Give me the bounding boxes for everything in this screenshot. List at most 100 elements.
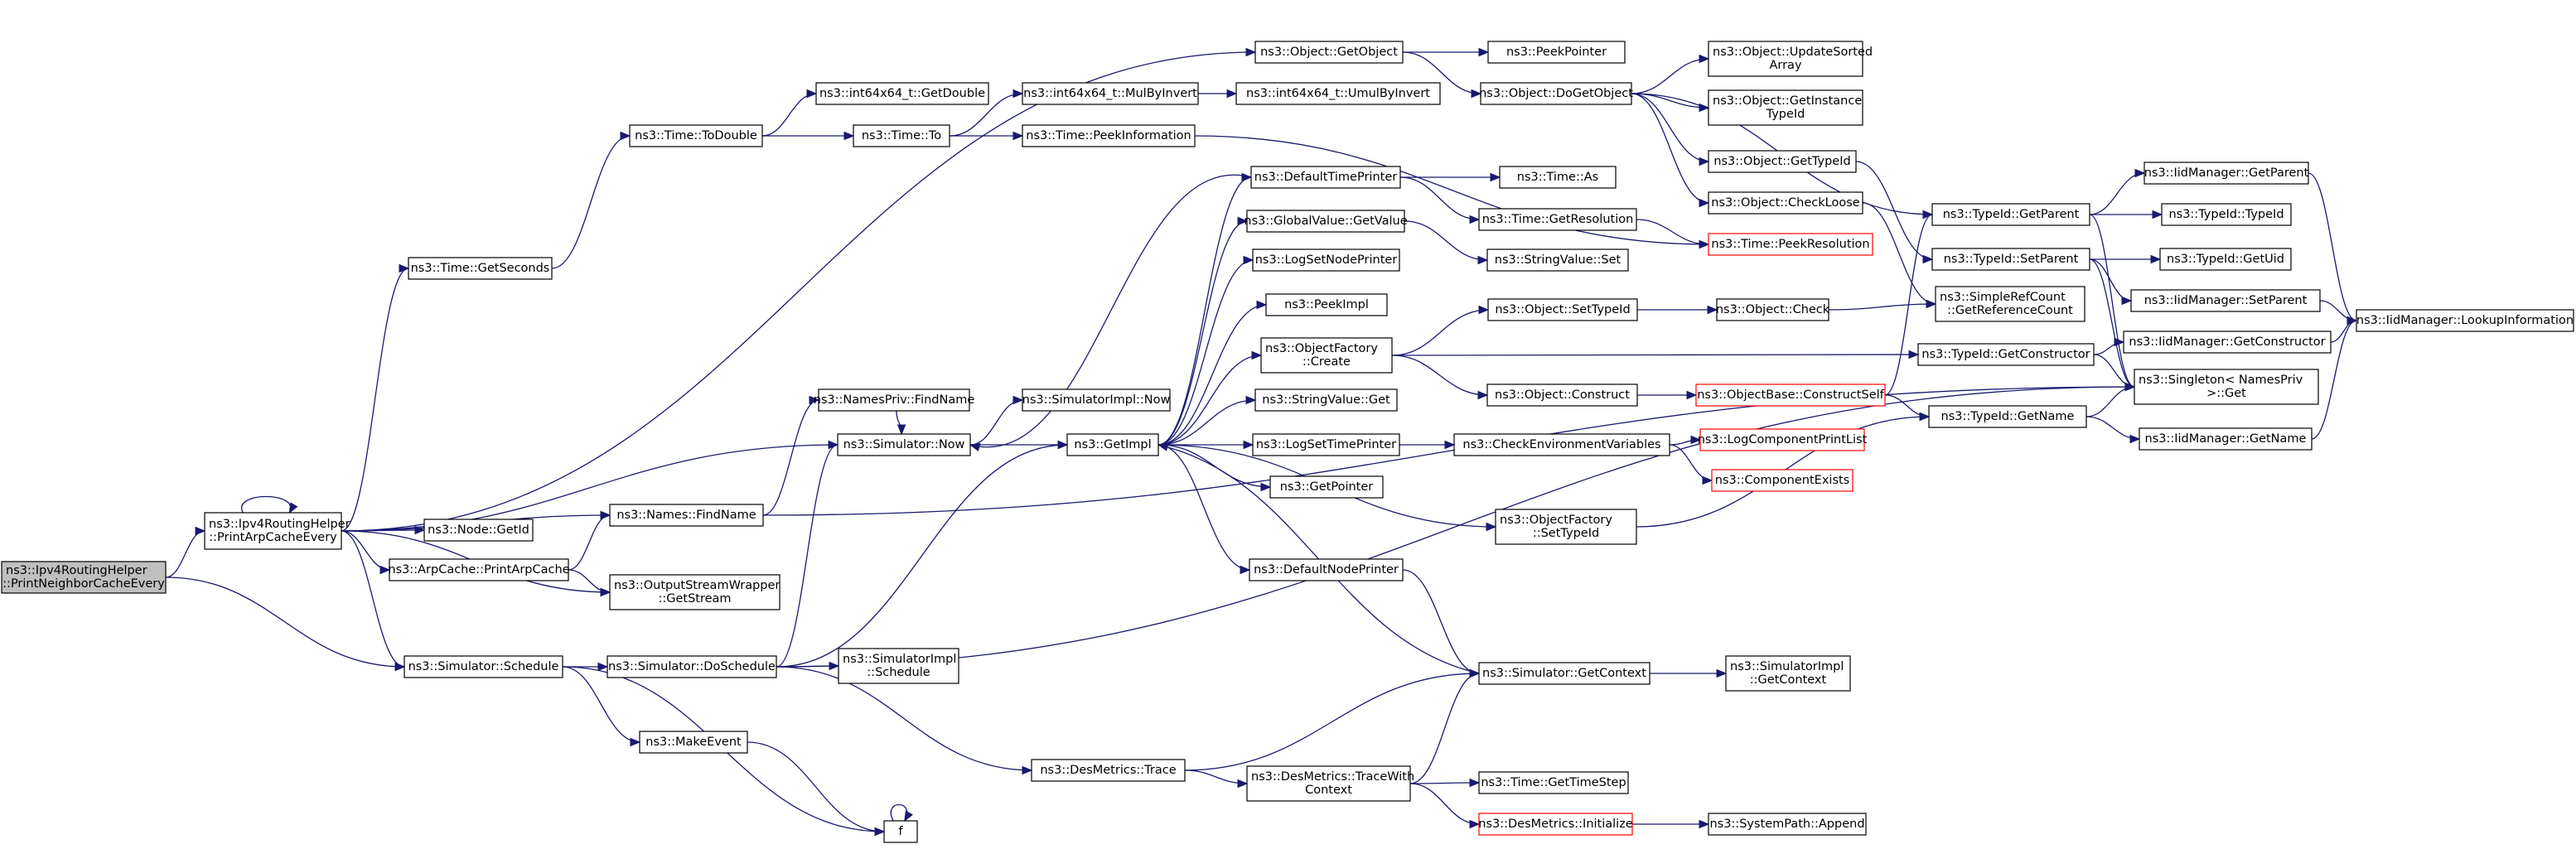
- node-box: [1478, 208, 1637, 231]
- node-label: ns3::Ipv4RoutingHelper: [209, 518, 350, 531]
- edge-arrowhead: [1243, 440, 1254, 450]
- node-label: ns3::Object::GetObject: [1260, 46, 1398, 59]
- node-ns3-int64x64-t-getdouble[interactable]: ns3::int64x64_t::GetDouble: [815, 82, 989, 105]
- node-ns3-iidmanager-setparent[interactable]: ns3::IidManager::SetParent: [2130, 289, 2321, 312]
- node-ns3-peekimpl[interactable]: ns3::PeekImpl: [1265, 293, 1388, 316]
- node-ns3-ipv4routinghelper-printarpcacheevery[interactable]: ns3::Ipv4RoutingHelper::PrintArpCacheEve…: [204, 512, 350, 550]
- node-ns3-typeid-getuid[interactable]: ns3::TypeId::GetUid: [2159, 248, 2292, 271]
- node-ns3-peekpointer[interactable]: ns3::PeekPointer: [1487, 41, 1626, 64]
- node-ns3-object-getobject[interactable]: ns3::Object::GetObject: [1254, 41, 1404, 64]
- edge: [1391, 355, 1489, 400]
- node-box: [1031, 759, 1186, 782]
- node-ns3-globalvalue-getvalue[interactable]: ns3::GlobalValue::GetValue: [1244, 210, 1408, 233]
- node-ns3-int64x64-t-mulbyinvert[interactable]: ns3::int64x64_t::MulByInvert: [1022, 82, 1199, 105]
- node-ns3-names-findname[interactable]: ns3::Names::FindName: [609, 504, 764, 527]
- node-ns3-object-construct[interactable]: ns3::Object::Construct: [1486, 383, 1638, 407]
- node-ns3-typeid-typeid[interactable]: ns3::TypeId::TypeId: [2161, 203, 2292, 226]
- node-ns3-logsetnodeprinter[interactable]: ns3::LogSetNodePrinter: [1252, 248, 1400, 272]
- node-label: ns3::DefaultTimePrinter: [1254, 171, 1397, 184]
- node-ns3-typeid-setparent[interactable]: ns3::TypeId::SetParent: [1931, 248, 2090, 271]
- node-label: ns3::ComponentExists: [1715, 474, 1850, 487]
- node-ns3-object-settypeid[interactable]: ns3::Object::SetTypeId: [1487, 298, 1638, 321]
- node-ns3-time-as[interactable]: ns3::Time::As: [1499, 166, 1617, 189]
- node-label: ns3::Time::To: [862, 129, 941, 142]
- node-ns3-simulatorimpl-getcontext[interactable]: ns3::SimulatorImpl::GetContext: [1725, 655, 1851, 692]
- node-ns3-outputstreamwrapper-getstream[interactable]: ns3::OutputStreamWrapper::GetStream: [609, 574, 781, 610]
- node-ns3-defaultnodeprinter[interactable]: ns3::DefaultNodePrinter: [1249, 558, 1404, 581]
- node-ns3-singleton-namespriv-get[interactable]: ns3::Singleton< NamesPriv>::Get: [2134, 369, 2319, 405]
- node-f[interactable]: f: [883, 820, 918, 843]
- node-ns3-defaulttimeprinter[interactable]: ns3::DefaultTimePrinter: [1250, 166, 1401, 189]
- edge: [1400, 172, 1501, 182]
- node-ns3-iidmanager-lookupinformation[interactable]: ns3::IidManager::LookupInformation: [2356, 309, 2574, 332]
- node-label: ::GetReferenceCount: [1947, 304, 2073, 317]
- edge-arrowhead: [2152, 210, 2163, 219]
- node-box: [1931, 203, 2090, 226]
- node-ns3-simulator-doschedule[interactable]: ns3::Simulator::DoSchedule: [607, 655, 777, 678]
- node-box: [609, 504, 764, 527]
- node-ns3-checkenvironmentvariables[interactable]: ns3::CheckEnvironmentVariables: [1453, 433, 1670, 456]
- node-ns3-objectbase-constructself[interactable]: ns3::ObjectBase::ConstructSelf: [1695, 383, 1886, 407]
- node-ns3-time-gettimestep[interactable]: ns3::Time::GetTimeStep: [1478, 771, 1629, 794]
- node-ns3-simulatorimpl-now[interactable]: ns3::SimulatorImpl::Now: [1022, 388, 1171, 412]
- node-box: [1260, 337, 1393, 374]
- node-ns3-iidmanager-getparent[interactable]: ns3::IidManager::GetParent: [2143, 162, 2309, 185]
- node-ns3-time-to[interactable]: ns3::Time::To: [853, 124, 950, 147]
- node-ns3-int64x64-t-umulbyinvert[interactable]: ns3::int64x64_t::UmulByInvert: [1235, 82, 1441, 105]
- node-ns3-simulator-now[interactable]: ns3::Simulator::Now: [837, 433, 971, 456]
- node-label: ns3::PeekImpl: [1284, 298, 1369, 311]
- node-ns3-desmetrics-trace[interactable]: ns3::DesMetrics::Trace: [1031, 759, 1186, 782]
- edge: [776, 382, 2136, 668]
- node-ns3-time-getseconds[interactable]: ns3::Time::GetSeconds: [408, 257, 553, 280]
- node-ns3-object-gettypeid[interactable]: ns3::Object::GetTypeId: [1708, 150, 1857, 173]
- node-ns3-componentexists[interactable]: ns3::ComponentExists: [1711, 469, 1853, 492]
- node-ns3-typeid-getname[interactable]: ns3::TypeId::GetName: [1928, 405, 2087, 428]
- node-ns3-logcomponentprintlist[interactable]: ns3::LogComponentPrintList: [1698, 428, 1868, 451]
- node-ns3-iidmanager-getname[interactable]: ns3::IidManager::GetName: [2139, 427, 2313, 451]
- node-ns3-simulator-schedule[interactable]: ns3::Simulator::Schedule: [404, 655, 563, 678]
- node-ns3-systempath-append[interactable]: ns3::SystemPath::Append: [1708, 813, 1867, 836]
- node-ns3-object-dogetobject[interactable]: ns3::Object::DoGetObject: [1479, 82, 1633, 105]
- node-ns3-namespriv-findname[interactable]: ns3::NamesPriv::FindName: [814, 388, 975, 412]
- edge-line: [762, 399, 819, 516]
- node-ns3-time-peekresolution[interactable]: ns3::Time::PeekResolution: [1708, 233, 1873, 256]
- edge-arrowhead: [630, 737, 641, 747]
- node-ns3-desmetrics-initialize[interactable]: ns3::DesMetrics::Initialize: [1478, 813, 1633, 836]
- node-ns3-logsettimeprinter[interactable]: ns3::LogSetTimePrinter: [1252, 433, 1400, 456]
- node-ns3-simulator-getcontext[interactable]: ns3::Simulator::GetContext: [1478, 662, 1650, 685]
- node-box: [389, 558, 569, 581]
- edge: [1391, 350, 1920, 359]
- node-ns3-time-getresolution[interactable]: ns3::Time::GetResolution: [1478, 208, 1637, 231]
- node-ns3-stringvalue-get[interactable]: ns3::StringValue::Get: [1254, 388, 1398, 412]
- node-ns3-stringvalue-set[interactable]: ns3::StringValue::Set: [1486, 248, 1629, 272]
- node-label: ns3::TypeId::TypeId: [2168, 208, 2284, 221]
- node-ns3-time-todouble[interactable]: ns3::Time::ToDouble: [629, 124, 763, 147]
- edge-line: [776, 666, 1032, 771]
- node-ns3-arpcache-printarpcache[interactable]: ns3::ArpCache::PrintArpCache: [388, 558, 570, 581]
- node-ns3-time-peekinformation[interactable]: ns3::Time::PeekInformation: [1022, 124, 1196, 147]
- node-ns3-objectfactory-create[interactable]: ns3::ObjectFactory::Create: [1260, 337, 1393, 374]
- node-ns3-getpointer[interactable]: ns3::GetPointer: [1269, 475, 1384, 499]
- node-ns3-iidmanager-getconstructor[interactable]: ns3::IidManager::GetConstructor: [2123, 330, 2332, 354]
- node-ns3-objectfactory-settypeid[interactable]: ns3::ObjectFactory::SetTypeId: [1495, 509, 1637, 545]
- node-ns3-typeid-getparent[interactable]: ns3::TypeId::GetParent: [1931, 203, 2090, 226]
- node-ns3-simulatorimpl-schedule[interactable]: ns3::SimulatorImpl::Schedule: [838, 648, 959, 684]
- node-ns3-getimpl[interactable]: ns3::GetImpl: [1066, 433, 1159, 456]
- node-layer: ns3::Ipv4RoutingHelper::PrintNeighborCac…: [1, 41, 2574, 843]
- node-box: [1917, 343, 2095, 366]
- node-ns3-object-check[interactable]: ns3::Object::Check: [1716, 298, 1830, 321]
- node-ns3-simplerefcount-getreferencecount[interactable]: ns3::SimpleRefCount::GetReferenceCount: [1935, 286, 2085, 322]
- edge: [1862, 202, 1937, 309]
- edge-arrowhead: [1477, 255, 1489, 265]
- node-ns3-object-checkloose[interactable]: ns3::Object::CheckLoose: [1708, 191, 1863, 215]
- node-ns3-node-getid[interactable]: ns3::Node::GetId: [423, 519, 534, 542]
- edge-line: [1404, 220, 1488, 261]
- edge-line: [341, 530, 405, 668]
- edge: [762, 395, 820, 516]
- node-ns3-makeevent[interactable]: ns3::MakeEvent: [639, 731, 748, 754]
- node-ns3-typeid-getconstructor[interactable]: ns3::TypeId::GetConstructor: [1917, 343, 2095, 366]
- edge-arrowhead: [1237, 779, 1249, 789]
